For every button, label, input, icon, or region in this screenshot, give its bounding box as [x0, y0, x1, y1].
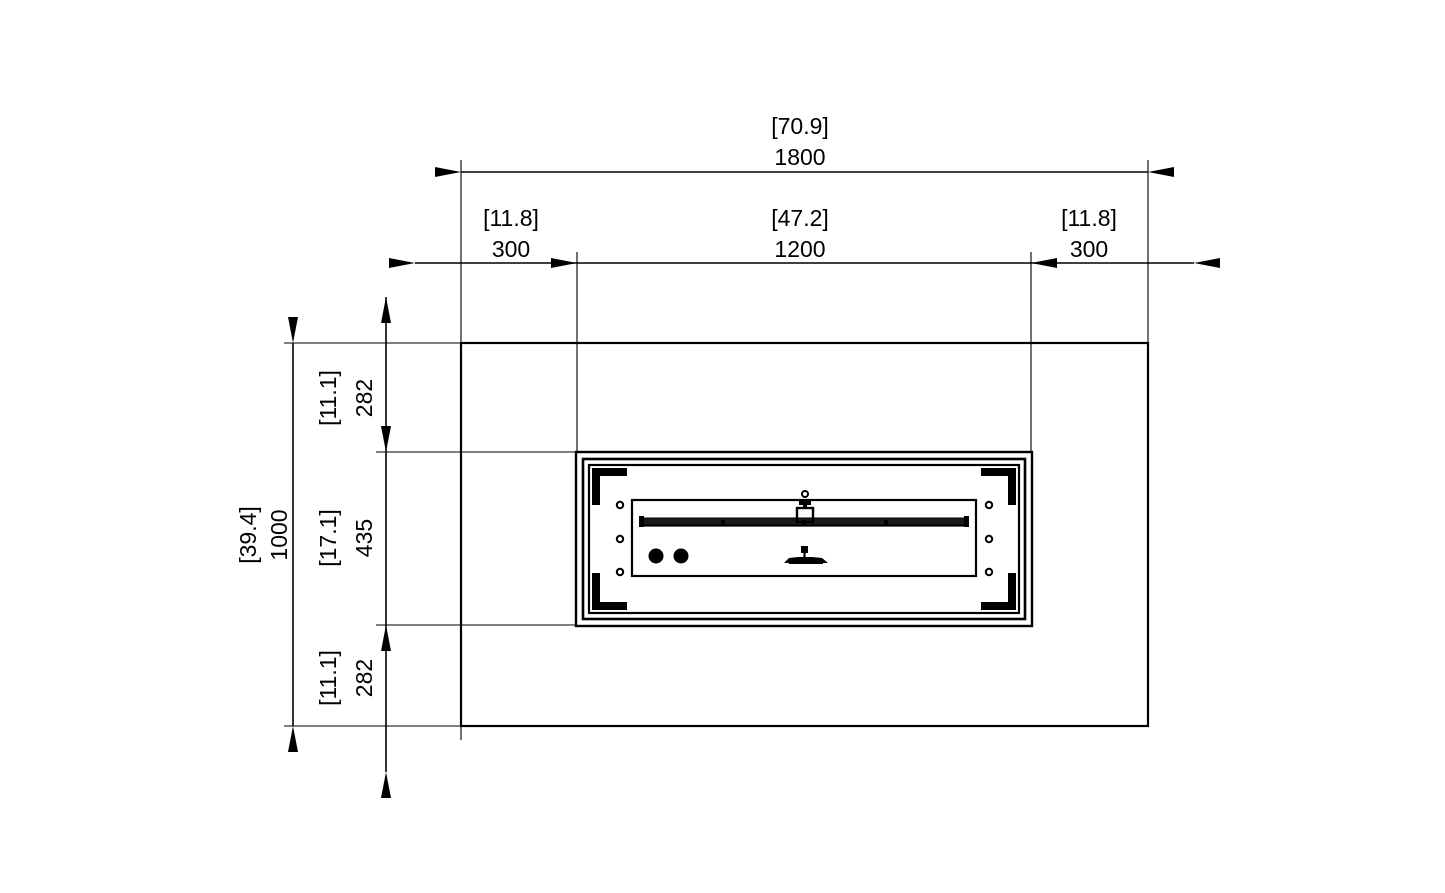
dim-burner-depth-metric: 435 — [351, 519, 377, 557]
dimension-burner-width: [47.2] 1200 — [551, 205, 1057, 268]
dimension-right-margin: [11.8] 300 — [1031, 205, 1220, 268]
dimension-burner-depth: [17.1] 435 — [315, 426, 391, 651]
dimension-overall-width: [70.9] 1800 — [435, 113, 1174, 177]
dim-burner-width-imperial: [47.2] — [771, 205, 829, 231]
dimension-overall-depth: [39.4] 1000 — [235, 317, 298, 752]
burner-slot-cap-left — [639, 516, 644, 527]
dim-overall-depth-imperial: [39.4] — [235, 506, 261, 564]
extension-lines — [284, 160, 1149, 740]
mounting-holes-right — [984, 500, 994, 577]
gas-inlet-fitting — [784, 546, 828, 564]
burner-slot-cap-right — [964, 516, 969, 527]
dim-top-margin-imperial: [11.1] — [315, 370, 341, 426]
ignition-valve-assembly — [795, 490, 815, 524]
burner-firebox — [587, 463, 1021, 615]
dimension-bottom-margin: [11.1] 282 — [315, 625, 391, 798]
dim-top-margin-metric: 282 — [351, 379, 377, 417]
dimension-left-margin: [11.8] 300 — [389, 205, 577, 268]
table-top-outline — [459, 341, 1150, 728]
dim-bottom-margin-metric: 282 — [351, 659, 377, 697]
dim-left-margin-metric: 300 — [492, 236, 530, 262]
dim-overall-width-imperial: [70.9] — [771, 113, 829, 139]
burner-assembly — [574, 450, 1034, 628]
burner-corner-brackets — [592, 468, 1016, 610]
control-port-a — [648, 548, 664, 564]
dim-left-margin-imperial: [11.8] — [483, 205, 539, 231]
dim-overall-depth-metric: 1000 — [266, 509, 292, 560]
dim-overall-width-metric: 1800 — [774, 144, 825, 170]
dim-right-margin-imperial: [11.8] — [1061, 205, 1117, 231]
dim-bottom-margin-imperial: [11.1] — [315, 650, 341, 706]
dimension-top-margin: [11.1] 282 — [315, 297, 391, 452]
dim-burner-depth-imperial: [17.1] — [315, 509, 341, 567]
dim-burner-width-metric: 1200 — [774, 236, 825, 262]
dim-right-margin-metric: 300 — [1070, 236, 1108, 262]
mounting-holes-left — [615, 500, 625, 577]
control-port-b — [673, 548, 689, 564]
